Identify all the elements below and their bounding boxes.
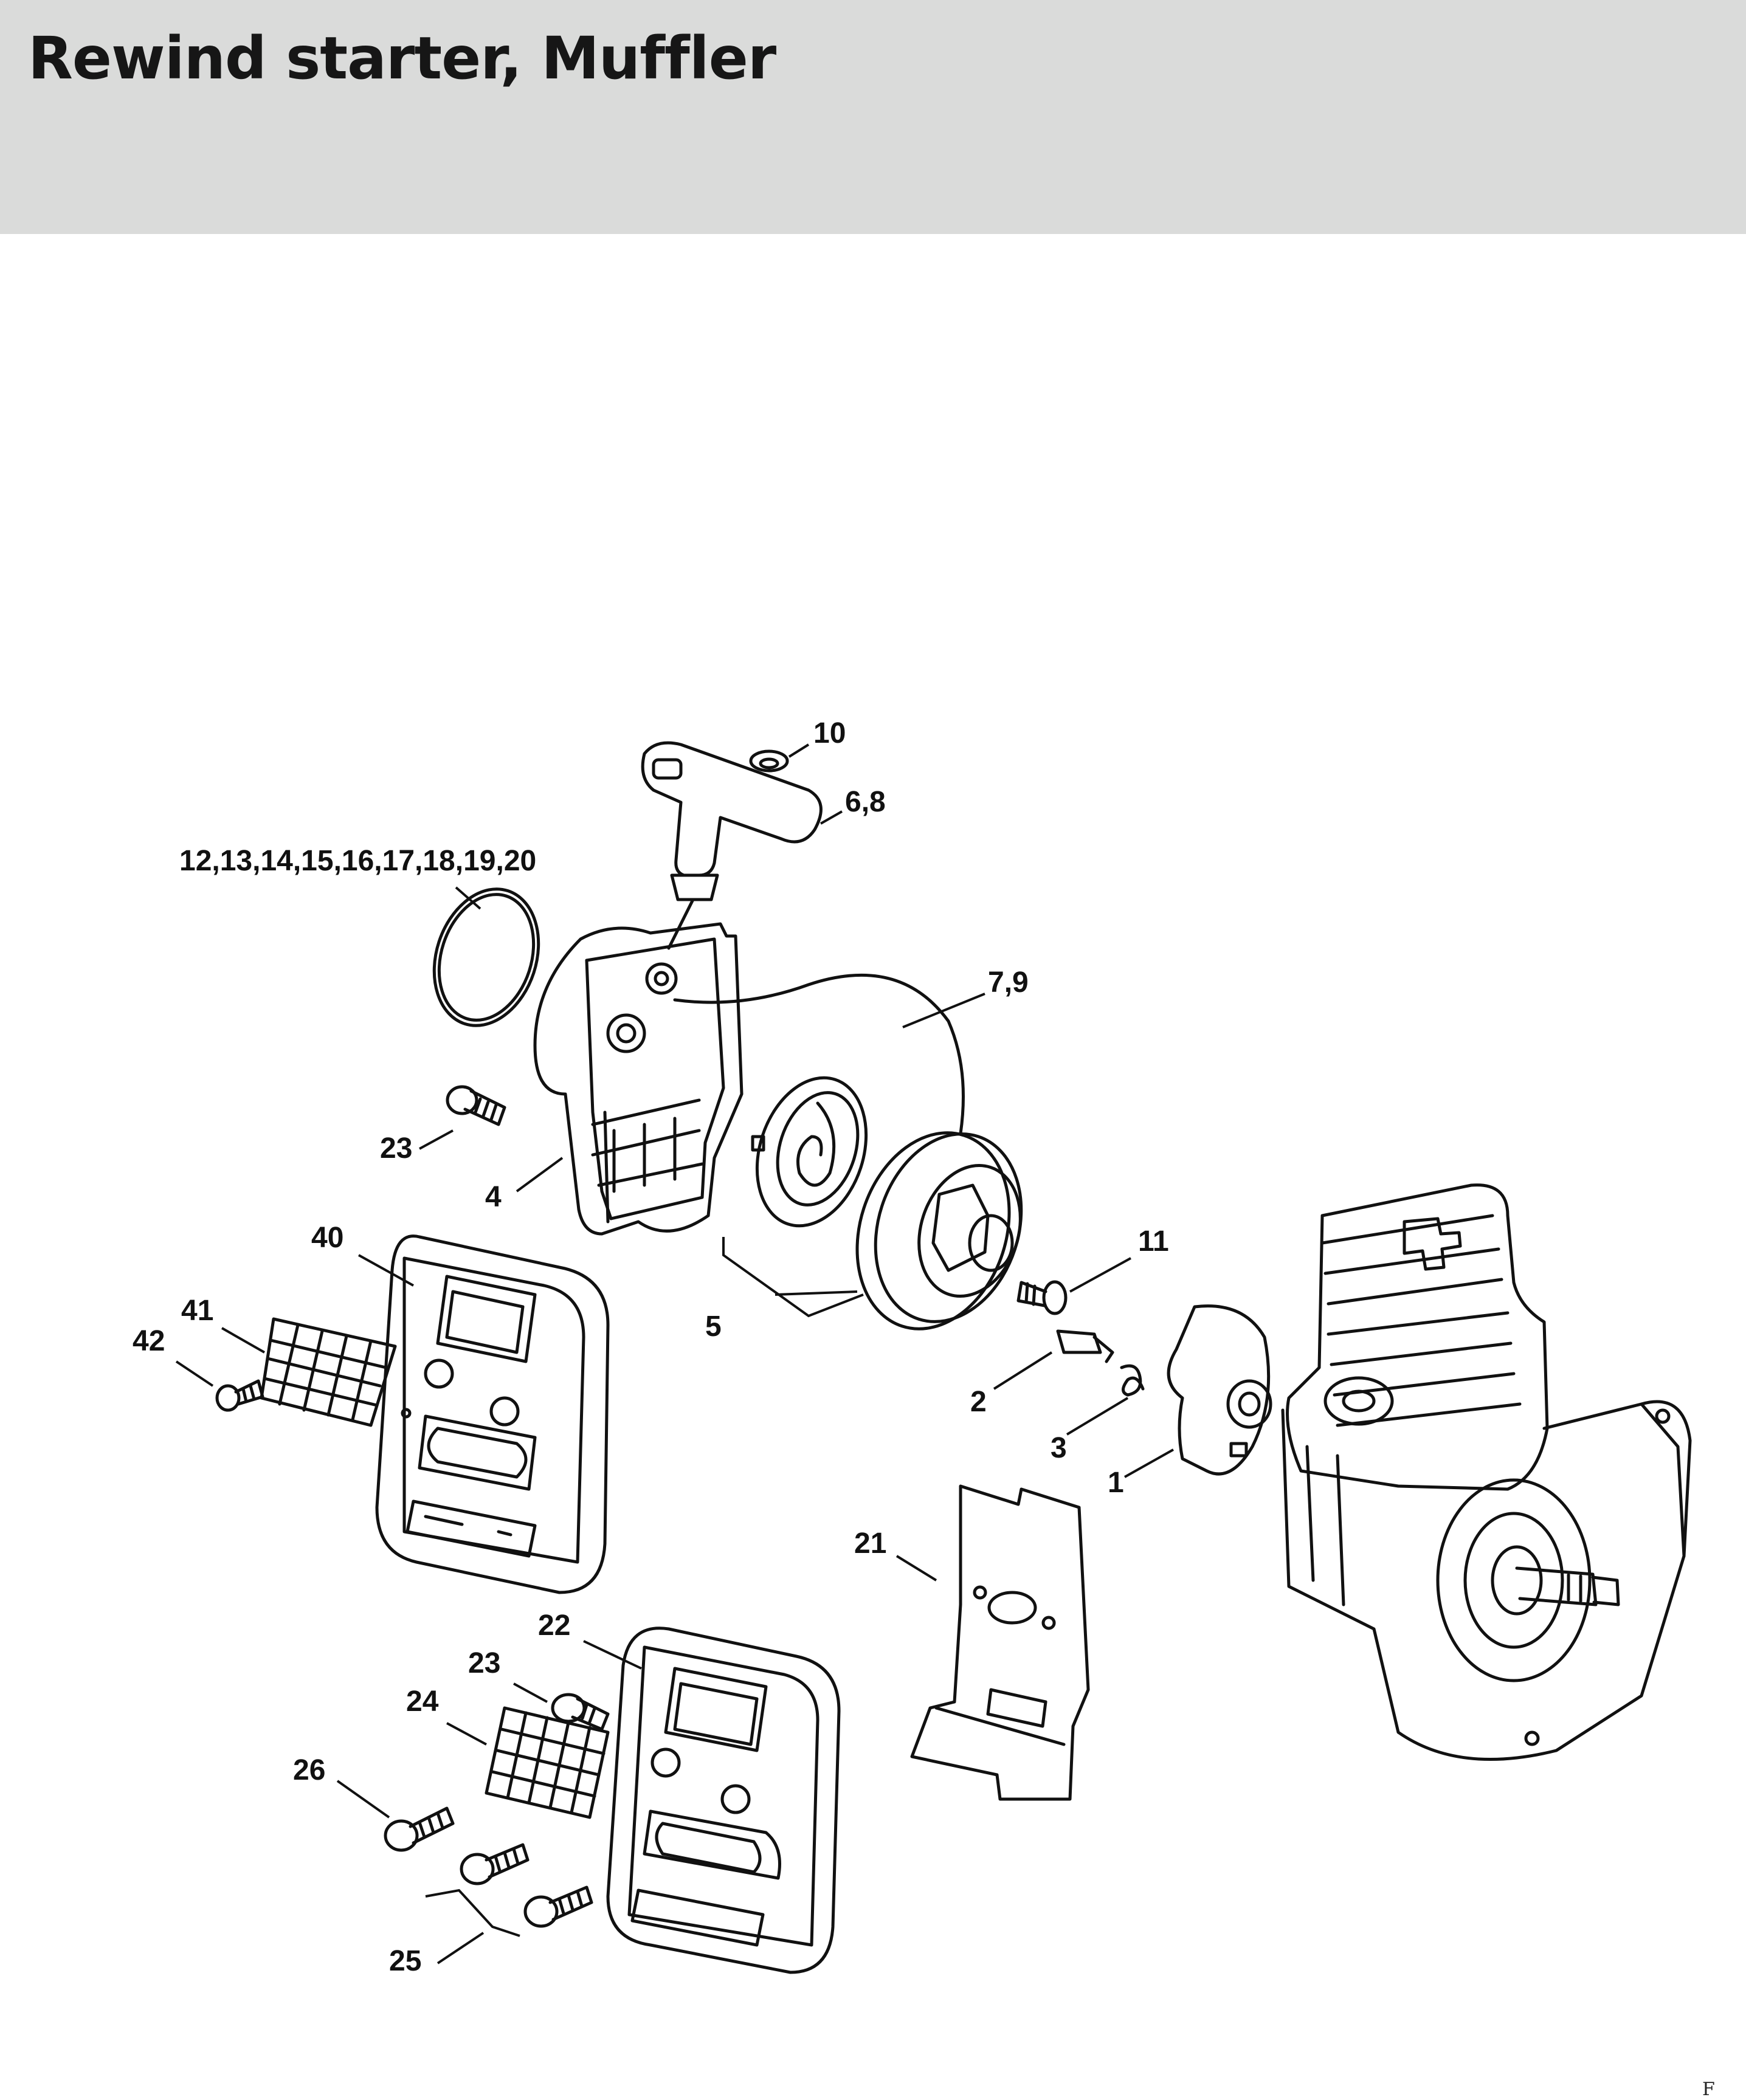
- part-7-9-starter-rope: [673, 973, 965, 1135]
- callout-23-upper: 23: [380, 1132, 412, 1165]
- part-23-screw-lower: [551, 1693, 610, 1731]
- callout-23-lower: 23: [468, 1647, 500, 1679]
- callout-3: 3: [1051, 1432, 1067, 1464]
- part-24-screen: [485, 1706, 610, 1819]
- callout-25: 25: [389, 1945, 421, 1977]
- part-11-screw: [1016, 1280, 1068, 1315]
- callout-2: 2: [970, 1386, 987, 1418]
- callout-12-20: 12,13,14,15,16,17,18,19,20: [179, 845, 536, 877]
- callout-11: 11: [1138, 1225, 1169, 1258]
- part-3-spring: [1120, 1364, 1145, 1397]
- part-5-rope-rotor: [855, 1131, 1023, 1331]
- part-42-screw: [215, 1379, 264, 1412]
- part-25-screws: [460, 1843, 593, 1928]
- callout-40: 40: [311, 1222, 343, 1254]
- page-title: Rewind starter, Muffler: [28, 24, 776, 92]
- part-2-pawl: [1056, 1329, 1114, 1363]
- part-5-rewind-spring: [751, 1076, 868, 1228]
- callout-6-8: 6,8: [845, 786, 886, 818]
- callout-41: 41: [181, 1295, 213, 1327]
- part-23-screw-upper: [446, 1085, 506, 1126]
- callout-labels: 10 6,8 12,13,14,15,16,17,18,19,20 7,9 23…: [133, 717, 1169, 1977]
- callout-5: 5: [705, 1310, 722, 1343]
- corner-mark: F: [1702, 2079, 1715, 2100]
- callout-4: 4: [485, 1181, 502, 1213]
- part-41-screen: [260, 1317, 397, 1427]
- callout-24: 24: [406, 1685, 439, 1718]
- part-4-fan-housing: [533, 922, 744, 1236]
- part-40-muffler: [375, 1234, 610, 1594]
- part-10-insert: [749, 749, 789, 773]
- callout-26: 26: [293, 1754, 325, 1786]
- part-21-heat-shield: [910, 1484, 1090, 1801]
- engine-cylinder-crankcase: [1281, 1183, 1692, 1761]
- callout-42: 42: [133, 1325, 165, 1357]
- callout-1: 1: [1108, 1467, 1124, 1499]
- leader-lines: [175, 743, 1174, 1964]
- header-band: Rewind starter, Muffler: [0, 0, 1746, 234]
- callout-10: 10: [813, 717, 846, 749]
- part-22-muffler: [606, 1627, 841, 1974]
- callout-22: 22: [538, 1609, 570, 1642]
- part-12-20-o-ring: [432, 887, 540, 1027]
- callout-21: 21: [854, 1527, 886, 1560]
- part-1-hub: [1167, 1304, 1272, 1476]
- part-26-screw: [384, 1806, 455, 1852]
- part-6-8-starter-grip: [641, 741, 823, 950]
- callout-7-9: 7,9: [988, 966, 1029, 999]
